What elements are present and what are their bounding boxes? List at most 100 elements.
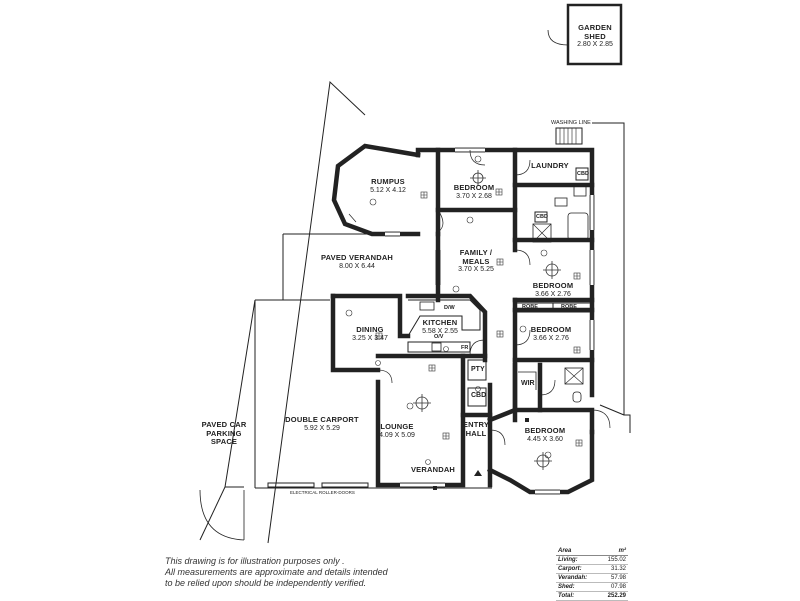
area-header-label: Area bbox=[556, 547, 599, 556]
area-table: Area m² Living: 155.02 Carport: 31.32 Ve… bbox=[556, 547, 628, 601]
bottom-bedroom-walls bbox=[487, 407, 595, 435]
area-total-value: 252.29 bbox=[598, 591, 628, 601]
sink bbox=[419, 301, 435, 311]
area-row-label: Carport: bbox=[556, 564, 599, 574]
double-carport-dims: 5.92 X 5.29 bbox=[304, 424, 340, 432]
area-row-value: 07.98 bbox=[598, 582, 628, 592]
disclaimer-line-2: All measurements are approximate and det… bbox=[165, 566, 388, 577]
paved-verandah-name: PAVED VERANDAH bbox=[320, 253, 394, 262]
area-row-label: Shed: bbox=[556, 582, 599, 592]
entry-hall-label: ENTRY HALL bbox=[462, 420, 490, 438]
area-total-row: Total: 252.29 bbox=[556, 591, 628, 601]
dining-name: DINING bbox=[356, 325, 384, 334]
paved-verandah-label: PAVED VERANDAH 8.00 X 6.44 bbox=[320, 253, 394, 271]
bedroom-mid2-name: BEDROOM bbox=[530, 325, 572, 334]
dining-label: DINING 3.25 X 3.47 bbox=[352, 325, 388, 343]
area-header-unit: m² bbox=[598, 547, 628, 556]
roller-door-right bbox=[321, 482, 369, 488]
rumpus-label: RUMPUS 5.12 X 4.12 bbox=[370, 177, 406, 195]
bedroom-mid1-name: BEDROOM bbox=[532, 281, 574, 290]
bath-cbd-label: CBD bbox=[536, 214, 548, 220]
dining-walls bbox=[330, 293, 411, 339]
verandah-label: VERANDAH bbox=[410, 465, 456, 475]
paving-line bbox=[199, 486, 226, 541]
bedroom-top-name: BEDROOM bbox=[453, 183, 495, 192]
lounge-walls bbox=[375, 353, 466, 488]
ensuite-toilet bbox=[572, 391, 582, 403]
washing-line-rack bbox=[555, 127, 583, 145]
ov-label: O/V bbox=[434, 334, 444, 340]
dw-label: D/W bbox=[444, 305, 455, 311]
robe-left-label: ROBE bbox=[522, 304, 538, 310]
cooktop bbox=[431, 342, 442, 352]
entry-hall-name-2: HALL bbox=[465, 428, 487, 438]
double-carport-name: DOUBLE CARPORT bbox=[285, 415, 359, 424]
area-table-header: Area m² bbox=[556, 547, 628, 556]
disclaimer-line-1: This drawing is for illustration purpose… bbox=[165, 556, 345, 566]
boundary-line bbox=[592, 122, 631, 433]
bedroom-bottom-dims: 4.45 X 3.60 bbox=[527, 435, 563, 443]
bedroom-mid1-label: BEDROOM 3.66 X 2.76 bbox=[532, 281, 574, 299]
dining-dims: 3.25 X 3.47 bbox=[352, 334, 388, 342]
garden-shed-label: GARDEN SHED 2.80 X 2.85 bbox=[577, 23, 613, 49]
roller-doors-label: ELECTRICAL ROLLER-DOORS bbox=[290, 490, 355, 495]
pty-label: PTY bbox=[471, 366, 485, 373]
laundry-cupboard bbox=[575, 167, 589, 181]
rumpus-name: RUMPUS bbox=[371, 177, 405, 186]
area-total-label: Total: bbox=[556, 591, 599, 601]
verandah-name: VERANDAH bbox=[410, 465, 456, 474]
shower bbox=[532, 223, 552, 243]
bedroom-bottom-name: BEDROOM bbox=[524, 426, 566, 435]
robe-right-label: ROBE bbox=[561, 304, 577, 310]
boundary-line bbox=[599, 404, 625, 416]
area-row-value: 31.32 bbox=[598, 564, 628, 574]
boundary-line bbox=[267, 80, 366, 544]
rumpus-walls bbox=[331, 143, 421, 237]
area-row-value: 57.98 bbox=[598, 573, 628, 583]
family-meals-label: FAMILY / MEALS 3.70 X 5.25 bbox=[458, 248, 494, 274]
double-carport-label: DOUBLE CARPORT 5.92 X 5.29 bbox=[285, 415, 359, 433]
family-dims: 3.70 X 5.25 bbox=[458, 266, 494, 274]
area-row-value: 155.02 bbox=[598, 555, 628, 565]
pantry bbox=[467, 359, 487, 381]
area-row-label: Verandah: bbox=[556, 573, 599, 583]
parking-line-2: PARKING bbox=[206, 428, 242, 438]
area-row: Living: 155.02 bbox=[556, 555, 628, 565]
washing-line-label: WASHING LINE bbox=[551, 120, 591, 126]
bedroom-top-dims: 3.70 X 2.68 bbox=[456, 192, 492, 200]
bedroom-top-label: BEDROOM 3.70 X 2.68 bbox=[453, 183, 495, 201]
area-row: Carport: 31.32 bbox=[556, 564, 628, 574]
family-name-1: FAMILY / bbox=[459, 248, 493, 257]
lounge-label: LOUNGE 4.09 X 5.09 bbox=[379, 422, 415, 440]
laundry-name: LAUNDRY bbox=[531, 161, 569, 170]
bedroom-bottom-label: BEDROOM 4.45 X 3.60 bbox=[524, 426, 566, 444]
gate-arc bbox=[199, 489, 245, 541]
bedroom-mid2-dims: 3.66 X 2.76 bbox=[533, 334, 569, 342]
rumpus-dims: 5.12 X 4.12 bbox=[370, 186, 406, 194]
laundry-cbd-label: CBD bbox=[577, 171, 589, 177]
garden-shed-walls bbox=[566, 3, 623, 66]
wir-label: WIR bbox=[521, 380, 535, 387]
bath bbox=[567, 212, 589, 241]
kitchen-name: KITCHEN bbox=[422, 318, 458, 327]
vanity bbox=[554, 197, 568, 207]
area-row: Shed: 07.98 bbox=[556, 582, 628, 592]
laundry-label: LAUNDRY bbox=[531, 161, 569, 171]
paved-verandah-dims: 8.00 X 6.44 bbox=[339, 262, 375, 270]
area-row-label: Living: bbox=[556, 555, 599, 565]
kitchen-label: KITCHEN 5.58 X 2.55 bbox=[422, 318, 458, 336]
entry-hall-name-1: ENTRY bbox=[462, 420, 490, 429]
bath-cupboard bbox=[534, 211, 548, 223]
lounge-dims: 4.09 X 5.09 bbox=[379, 431, 415, 439]
roller-door-left bbox=[267, 482, 315, 488]
entry-cupboard bbox=[467, 387, 487, 407]
ceiling-fan-icons bbox=[413, 170, 561, 470]
paved-car-parking-label: PAVED CAR PARKING SPACE bbox=[201, 420, 247, 447]
parking-line-1: PAVED CAR bbox=[201, 420, 247, 429]
shed-door-arc bbox=[547, 29, 569, 46]
disclaimer-line-3: to be relied upon should be independentl… bbox=[165, 577, 367, 588]
garden-shed-name-2: SHED bbox=[584, 31, 606, 41]
kitchen-dims: 5.58 X 2.55 bbox=[422, 327, 458, 335]
fr-label: FR bbox=[461, 345, 469, 351]
